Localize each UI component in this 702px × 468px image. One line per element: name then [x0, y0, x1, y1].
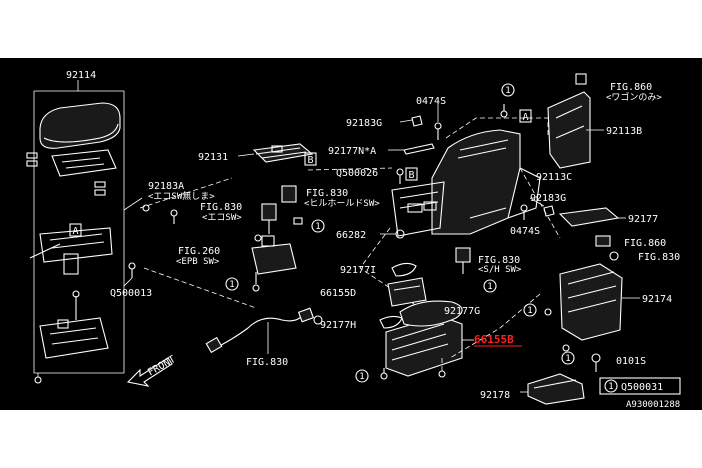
callout-console-top: 1	[500, 83, 515, 118]
diagram-code: A930001288	[626, 400, 680, 410]
part-label-92183G-right: 92183G	[530, 193, 566, 204]
screw-bottom-left: 1	[355, 358, 446, 383]
part-label-fig830-sh: FIG.830	[478, 255, 520, 266]
part-label-92177H: 92177H	[320, 320, 356, 331]
switch-panel-92131	[237, 143, 314, 163]
svg-text:B: B	[408, 170, 414, 181]
part-label-92113C: 92113C	[536, 172, 572, 183]
wire-harness	[205, 307, 323, 354]
part-label-92183A: 92183A	[148, 181, 184, 192]
cup-66155D	[387, 277, 427, 307]
legend: 1 Q500031	[599, 377, 681, 395]
sh-switch: 1	[455, 247, 497, 293]
ref-box-a-left: A	[69, 223, 82, 237]
part-label-0101S: 0101S	[616, 356, 646, 367]
screw-right-lower: 1 1	[523, 303, 575, 365]
part-label-fig830-hillhold-note: <ヒルホールドSW>	[304, 198, 380, 209]
armrest-assembly	[26, 80, 150, 384]
hill-hold-switch: 1	[170, 185, 325, 233]
part-label-0474S-right: 0474S	[510, 226, 540, 237]
part-label-92113B: 92113B	[606, 126, 642, 137]
part-label-fig860-top-note: <ワゴンのみ>	[606, 91, 662, 103]
svg-text:A: A	[72, 226, 78, 237]
part-label-fig830-right: FIG.830	[638, 252, 680, 263]
center-console-92113C	[359, 117, 549, 309]
legend-symbol: 1	[608, 382, 613, 392]
svg-text:B: B	[307, 155, 313, 166]
pad-92177	[558, 207, 626, 227]
screw-q500013	[123, 262, 136, 287]
part-label-92177: 92177	[628, 214, 658, 225]
part-label-fig830-eco: FIG.830	[200, 202, 242, 213]
parts-diagram: 1 1	[26, 70, 681, 410]
ref-box-b-left: B	[304, 152, 317, 166]
part-label-fig260-note: <EPB SW>	[176, 257, 220, 267]
ref-box-a-right: A	[519, 109, 532, 123]
part-label-fig860-top: FIG.860	[610, 82, 652, 93]
part-label-92131: 92131	[198, 152, 228, 163]
pad-92177N	[388, 143, 435, 155]
part-label-fig860-mid: FIG.860	[624, 238, 666, 249]
connector-fig830-right	[609, 251, 619, 261]
side-panel-92113B	[547, 73, 604, 169]
part-label-fig830-sh-note: <S/H SW>	[478, 265, 522, 275]
diagram-panel: 1 1	[0, 58, 702, 410]
part-label-q500013: Q500013	[110, 288, 152, 299]
part-label-92183A-note: <エコSW無しま>	[148, 190, 215, 202]
part-label-fig260: FIG.260	[178, 246, 220, 257]
part-label-92177N: 92177N*A	[328, 146, 376, 157]
part-label-92177G: 92177G	[444, 306, 480, 317]
part-label-fig830-harness: FIG.830	[246, 357, 288, 368]
svg-text:1: 1	[527, 306, 532, 316]
front-arrow-icon	[126, 357, 173, 387]
part-label-66155D: 66155D	[320, 288, 356, 299]
part-label-66282: 66282	[336, 230, 366, 241]
front-label: FRONT	[146, 354, 178, 379]
box-92174	[559, 263, 640, 341]
svg-text:1: 1	[359, 372, 364, 382]
mat-92177H	[379, 315, 403, 329]
clip-92183G-right	[529, 197, 555, 217]
callout-1: 1	[229, 280, 234, 290]
part-label-92177I: 92177I	[340, 265, 376, 276]
screw-q500026	[396, 168, 404, 184]
svg-text:1: 1	[505, 86, 510, 96]
part-label-0474S-top: 0474S	[416, 96, 446, 107]
callout-1: 1	[315, 222, 320, 232]
part-label-92178: 92178	[480, 390, 510, 401]
part-label-92183G-top: 92183G	[346, 118, 382, 129]
eco-switch	[254, 203, 277, 242]
svg-text:1: 1	[487, 282, 492, 292]
tray-66155B	[385, 300, 474, 377]
bracket-92178	[520, 373, 585, 405]
part-label-q500026: Q500026	[336, 168, 378, 179]
mat-92177I	[391, 262, 417, 277]
svg-text:1: 1	[565, 354, 570, 364]
part-label-92114: 92114	[66, 70, 96, 81]
part-label-fig830-eco-note: <エコSW>	[202, 213, 242, 223]
svg-text:A: A	[522, 112, 528, 123]
epb-switch: 1	[225, 235, 297, 292]
bolt-0101S	[591, 353, 601, 372]
part-label-66155B-highlighted[interactable]: 66155B	[474, 333, 514, 346]
screw-0474S-right	[520, 204, 528, 220]
connector-fig860-mid	[595, 235, 611, 247]
screw-0474S-top	[434, 100, 442, 140]
ref-box-b-right: B	[405, 167, 418, 181]
part-label-fig830-hillhold: FIG.830	[306, 188, 348, 199]
part-label-92174: 92174	[642, 294, 672, 305]
grommet-66282	[380, 229, 405, 239]
clip-92183G-top	[399, 115, 423, 127]
legend-part: Q500031	[621, 382, 663, 393]
